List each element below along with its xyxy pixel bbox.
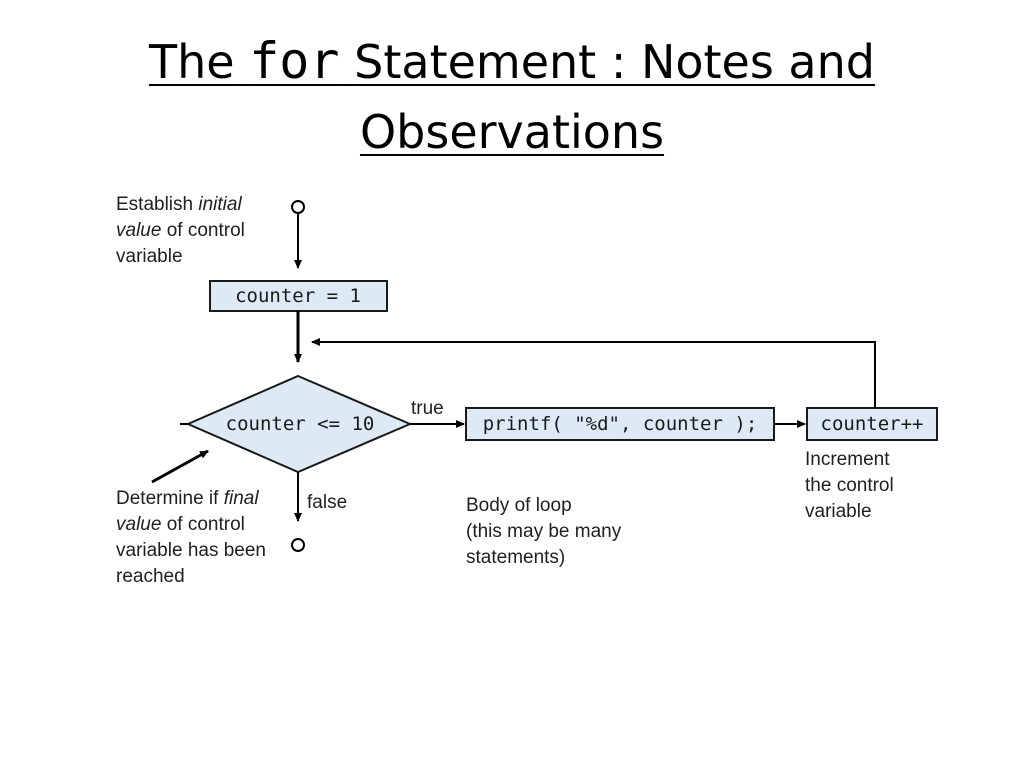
final-note-line2-plain: of control xyxy=(161,514,244,535)
true-label: true xyxy=(411,398,444,419)
init-box xyxy=(209,280,388,312)
final-note-line3: variable has been xyxy=(116,540,266,561)
init-note-line2-italic: value xyxy=(116,220,161,241)
increment-note: Increment the control variable xyxy=(805,449,899,522)
init-note-line1-plain: Establish xyxy=(116,194,198,215)
arrow-loop-back xyxy=(311,338,876,408)
body-note: Body of loop (this may be many statement… xyxy=(466,495,627,568)
slide-title: The for Statement : Notes and Observatio… xyxy=(0,26,1024,167)
final-note-line4: reached xyxy=(116,566,185,587)
title-keyword: for xyxy=(249,32,340,90)
title-line-1: The for Statement : Notes and xyxy=(149,26,875,97)
condition-label: counter <= 10 xyxy=(226,413,375,435)
increment-note-line2: the control xyxy=(805,475,894,496)
final-note-line2-italic: value xyxy=(116,514,161,535)
init-note-line3: variable xyxy=(116,246,183,267)
title-prefix: The xyxy=(149,35,235,89)
body-box xyxy=(465,407,775,441)
increment-note-line3: variable xyxy=(805,501,872,522)
increment-note-line1: Increment xyxy=(805,449,890,470)
final-note-line1-plain: Determine if xyxy=(116,488,224,509)
body-note-line2: (this may be many xyxy=(466,521,622,542)
title-suffix: Statement : Notes and xyxy=(354,35,875,89)
init-note-line1-italic: initial xyxy=(198,194,242,215)
body-box-label: printf( "%d", counter ); xyxy=(483,413,758,435)
end-node xyxy=(291,538,305,552)
body-note-line3: statements) xyxy=(466,547,565,568)
arrow-note-to-condition xyxy=(151,449,209,484)
body-note-line1: Body of loop xyxy=(466,495,572,516)
increment-box xyxy=(806,407,938,441)
false-label: false xyxy=(307,492,347,513)
init-note: Establish initial value of control varia… xyxy=(116,194,250,267)
final-note-line1-italic: final xyxy=(224,488,260,509)
increment-box-label: counter++ xyxy=(821,413,924,435)
init-note-line2-plain: of control xyxy=(161,220,244,241)
start-node xyxy=(291,200,305,214)
init-box-label: counter = 1 xyxy=(235,285,361,307)
title-line-2: Observations xyxy=(359,105,665,159)
final-note: Determine if final value of control vari… xyxy=(116,488,271,587)
